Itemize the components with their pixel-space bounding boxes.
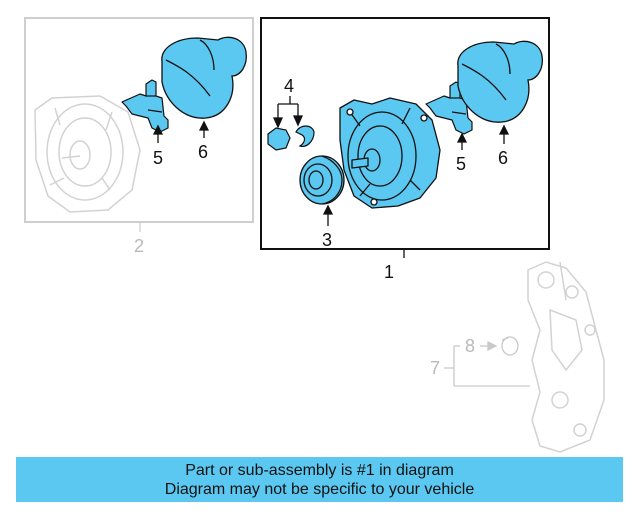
callout-2: 2 (134, 236, 144, 256)
callout-6-right: 6 (498, 148, 508, 168)
info-banner: Part or sub-assembly is #1 in diagram Di… (16, 457, 623, 502)
cover-right (457, 40, 543, 123)
callout-8: 8 (465, 336, 475, 356)
pulley (299, 155, 345, 205)
ghost-bolt (501, 336, 519, 356)
callout-5-left: 5 (153, 148, 163, 168)
callout-7: 7 (430, 358, 440, 378)
alternator-main (339, 97, 441, 209)
callout-6-left: 6 (198, 142, 208, 162)
assembly-2-frame (24, 17, 254, 223)
leader-lines (152, 120, 510, 258)
assembly-1-frame (260, 17, 550, 250)
ghost-alternator-left (34, 95, 141, 213)
callout-5-right: 5 (456, 154, 466, 174)
banner-line-1: Part or sub-assembly is #1 in diagram (185, 461, 454, 479)
nut-and-spacer (267, 125, 315, 151)
callout-4-bracket (272, 96, 304, 129)
callout-4: 4 (284, 76, 294, 96)
callout-3: 3 (322, 230, 332, 250)
cover-left (161, 36, 247, 119)
banner-line-2: Diagram may not be specific to your vehi… (164, 480, 475, 498)
ghost-bracket (527, 261, 605, 453)
regulator-left (121, 79, 169, 133)
callout-1: 1 (384, 262, 394, 282)
regulator-right (425, 81, 473, 135)
callout-7-bracket (444, 340, 530, 387)
